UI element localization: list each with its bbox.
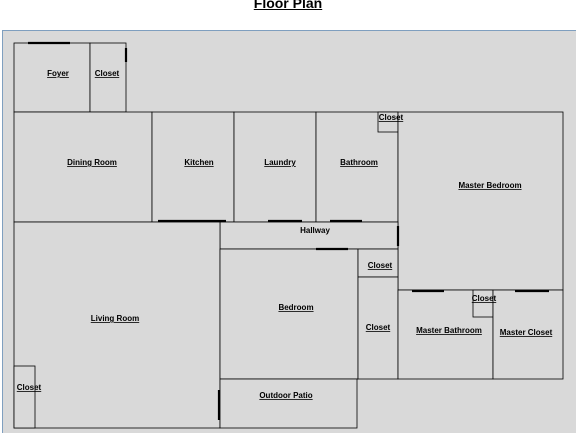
room-outdoor-patio — [219, 378, 358, 429]
room-master-closet — [492, 289, 564, 380]
label-master-bathroom: Master Bathroom — [416, 326, 482, 335]
label-closet-entry: Closet — [95, 69, 120, 78]
room-closet-living — [13, 365, 36, 429]
room-closet-hall — [357, 248, 399, 278]
label-living-room: Living Room — [91, 314, 139, 323]
label-bathroom: Bathroom — [340, 158, 378, 167]
label-bedroom: Bedroom — [278, 303, 313, 312]
page-title: Floor Plan — [253, 0, 323, 11]
room-laundry — [233, 111, 317, 223]
room-bedroom — [219, 248, 359, 380]
label-closet-master: Closet — [472, 294, 497, 303]
label-outdoor-patio: Outdoor Patio — [259, 391, 312, 400]
label-master-closet: Master Closet — [500, 328, 553, 337]
room-dining-room — [13, 111, 153, 223]
room-kitchen — [151, 111, 235, 223]
label-closet-living: Closet — [17, 383, 42, 392]
label-laundry: Laundry — [264, 158, 296, 167]
label-master-bedroom: Master Bedroom — [458, 181, 521, 190]
label-closet-bath: Closet — [379, 113, 404, 122]
room-living-room — [13, 221, 221, 429]
label-hallway: Hallway — [300, 226, 330, 235]
label-closet-hall: Closet — [368, 261, 393, 270]
label-dining-room: Dining Room — [67, 158, 117, 167]
label-foyer: Foyer — [47, 69, 69, 78]
label-kitchen: Kitchen — [184, 158, 213, 167]
room-master-bedroom — [397, 111, 564, 291]
label-closet-bedroom: Closet — [366, 323, 391, 332]
room-foyer — [13, 42, 91, 113]
room-closet-bedroom — [357, 276, 399, 380]
